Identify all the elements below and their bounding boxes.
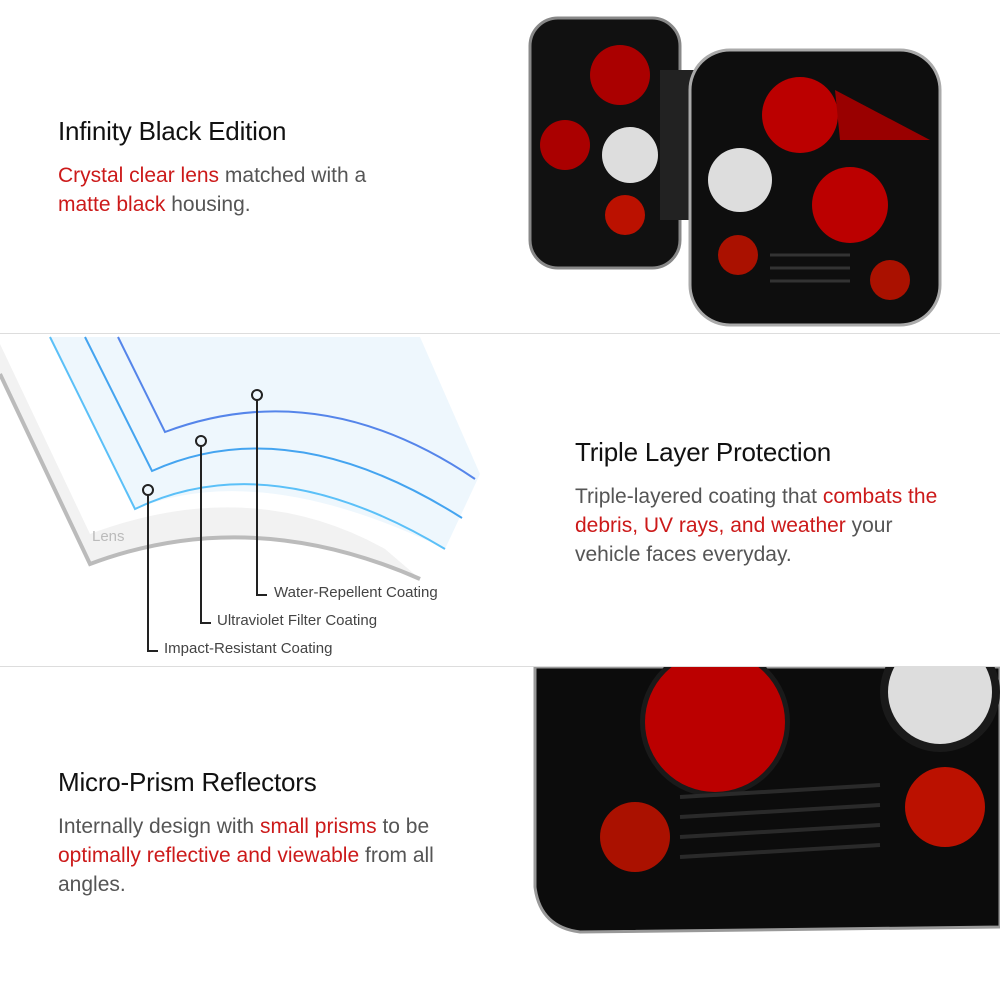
section-title: Infinity Black Edition bbox=[58, 116, 287, 146]
section-infinity-black: Infinity Black Edition Crystal clear len… bbox=[0, 0, 1000, 333]
section-description: Crystal clear lens matched with a matte … bbox=[58, 161, 418, 219]
section-title: Triple Layer Protection bbox=[575, 437, 831, 467]
section-micro-prism: Micro-Prism Reflectors Internally design… bbox=[0, 667, 1000, 1000]
taillight-pair-image bbox=[528, 16, 942, 327]
body-text: housing. bbox=[165, 193, 251, 216]
section-description: Triple-layered coating that combats the … bbox=[575, 482, 955, 569]
body-text: matched with a bbox=[219, 164, 367, 187]
highlight-text: matte black bbox=[58, 193, 166, 216]
body-text: Internally design with bbox=[58, 815, 260, 838]
body-text: your vehicle faces everyday. bbox=[575, 514, 893, 566]
highlight-text: Crystal clear lens bbox=[58, 164, 220, 187]
highlight-text: small prisms bbox=[259, 815, 377, 838]
highlight-text: combats the debris, UV rays, and weather bbox=[575, 485, 938, 537]
section-triple-layer: Lens Water-Repellent Coating Ultraviolet… bbox=[0, 333, 1000, 667]
highlight-text: optimally reflective and viewable bbox=[58, 844, 360, 867]
layer-label-impact-resistant: Impact-Resistant Coating bbox=[164, 640, 333, 657]
body-text: Triple-layered coating that bbox=[575, 485, 823, 508]
reflector-closeup-image bbox=[533, 667, 1000, 934]
body-text: to be bbox=[376, 815, 430, 838]
section-title: Micro-Prism Reflectors bbox=[58, 767, 317, 797]
body-text: from all angles. bbox=[58, 844, 434, 896]
coating-layers-diagram bbox=[0, 336, 480, 652]
section-description: Internally design with small prisms to b… bbox=[58, 812, 438, 899]
layer-label-ultraviolet: Ultraviolet Filter Coating bbox=[217, 612, 378, 629]
layer-label-water-repellent: Water-Repellent Coating bbox=[274, 584, 438, 601]
lens-label: Lens bbox=[92, 528, 125, 545]
